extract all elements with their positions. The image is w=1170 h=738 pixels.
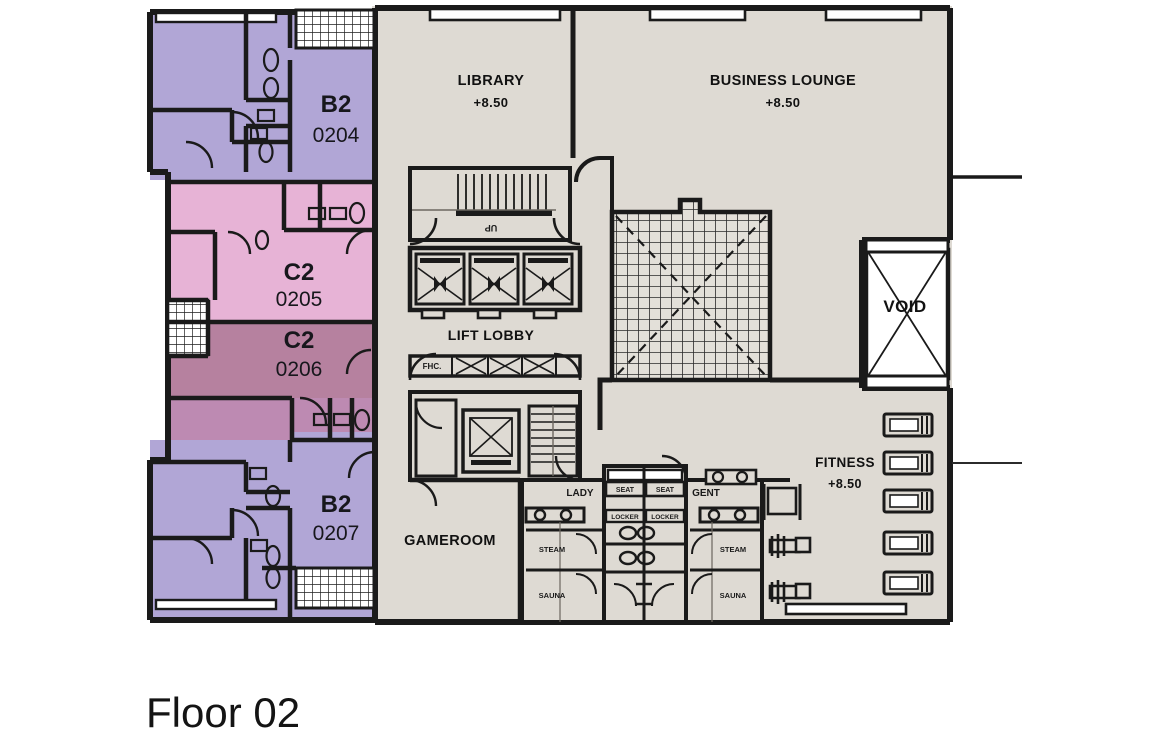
- unit-number-0204: 0204: [313, 124, 360, 147]
- business-lounge-label: BUSINESS LOUNGE: [710, 73, 856, 89]
- lift-car-3: [522, 252, 574, 306]
- fitness-level: +8.50: [828, 477, 862, 491]
- gameroom-door: [409, 478, 438, 507]
- treadmill-icon: [882, 412, 934, 438]
- leader-lines: [952, 175, 1022, 464]
- unit-number-0207: 0207: [313, 522, 360, 545]
- weight-bench-group: [762, 484, 812, 604]
- unit-code-0206: C2: [284, 327, 315, 354]
- unit-label-0207: B2 0207: [313, 491, 360, 545]
- room-label-library: LIBRARY +8.50: [458, 73, 525, 110]
- unit-code-0207: B2: [321, 491, 352, 518]
- corridor-lower: FHC.: [408, 354, 582, 378]
- seat-label-left: SEAT: [616, 487, 635, 494]
- unit-label-0204: B2 0204: [313, 91, 360, 147]
- unit-0205-doors: [227, 228, 372, 255]
- unit-0206-fixtures: [312, 408, 371, 432]
- window-group-bottom: [154, 598, 278, 611]
- service-lift: [461, 408, 521, 474]
- void-shaft: VOID: [863, 238, 951, 390]
- unit-label-0205: C2 0205: [276, 259, 323, 311]
- fitness-label: FITNESS: [815, 455, 875, 470]
- terrace-edge-wall: [597, 377, 862, 430]
- sauna-label-gent: SAUNA: [720, 591, 747, 600]
- unit-0207-fixtures: [248, 466, 282, 590]
- sauna-label-lady: SAUNA: [539, 591, 566, 600]
- fitness-window: [784, 602, 908, 616]
- balcony-tiled-mid: [166, 298, 210, 357]
- changing-rooms: LADY STEAM SAUNA SEAT SEAT LOCKER LOCKER: [520, 454, 764, 624]
- unit-number-0205: 0205: [276, 288, 323, 311]
- stair-upper: UP: [408, 166, 572, 242]
- gent-label: GENT: [692, 488, 720, 499]
- treadmill-icon: [882, 570, 934, 596]
- unit-0204-fixtures: [249, 47, 280, 164]
- lady-label: LADY: [566, 488, 594, 499]
- locker-label-left: LOCKER: [611, 514, 639, 521]
- floor-caption: Floor 02: [146, 689, 300, 736]
- unit-0204-partitions: [150, 14, 293, 172]
- fhc-label: FHC.: [423, 362, 442, 371]
- steam-label-gent: STEAM: [720, 545, 746, 554]
- terrace-open-to-below: [609, 197, 773, 383]
- unit-0205-partitions: [168, 179, 375, 359]
- unit-code-0205: C2: [284, 259, 315, 286]
- treadmill-group: [882, 412, 934, 596]
- library-label: LIBRARY: [458, 73, 525, 89]
- lift-lobby-label: LIFT LOBBY: [448, 327, 535, 343]
- unit-0206-doors: [299, 348, 372, 425]
- unit-0206-partitions: [168, 319, 375, 443]
- lift-car-1: [414, 252, 466, 306]
- business-lounge-level: +8.50: [766, 95, 801, 110]
- seat-label-right: SEAT: [656, 487, 675, 494]
- balcony-tiled-bottom: [294, 566, 376, 610]
- gameroom-label: GAMEROOM: [404, 533, 496, 549]
- steam-label-lady: STEAM: [539, 545, 565, 554]
- service-stair: [527, 404, 579, 478]
- bench-press-icon: [768, 580, 812, 604]
- lobby-door-arcs: [408, 217, 582, 381]
- stair-up-label: UP: [485, 223, 498, 233]
- lift-bank: [407, 245, 583, 320]
- treadmill-icon: [882, 488, 934, 514]
- unit-label-0206: C2 0206: [276, 327, 323, 381]
- void-label: VOID: [883, 297, 926, 316]
- unit-code-0204: B2: [321, 91, 352, 118]
- bench-press-icon: [768, 534, 812, 558]
- unit-number-0206: 0206: [276, 358, 323, 381]
- locker-label-right: LOCKER: [651, 514, 679, 521]
- treadmill-icon: [882, 530, 934, 556]
- lounge-partitions: [574, 156, 680, 214]
- balcony-tiled-top: [294, 8, 376, 50]
- treadmill-icon: [882, 450, 934, 476]
- unit-0204-doors: [185, 110, 260, 169]
- unit-0207-partitions: [150, 440, 296, 620]
- unit-0205-fixtures: [254, 201, 366, 251]
- room-label-business-lounge: BUSINESS LOUNGE +8.50: [710, 73, 856, 110]
- gent-changing-room: GENT STEAM SAUNA: [554, 454, 764, 624]
- lift-car-2: [468, 252, 520, 306]
- window-group-top: [154, 7, 923, 24]
- library-level: +8.50: [474, 95, 509, 110]
- unit-0207-doors: [185, 450, 376, 565]
- wc-core: SEAT SEAT LOCKER LOCKER: [602, 464, 688, 624]
- lady-changing-room: LADY STEAM SAUNA: [520, 478, 606, 624]
- service-core: [408, 390, 582, 482]
